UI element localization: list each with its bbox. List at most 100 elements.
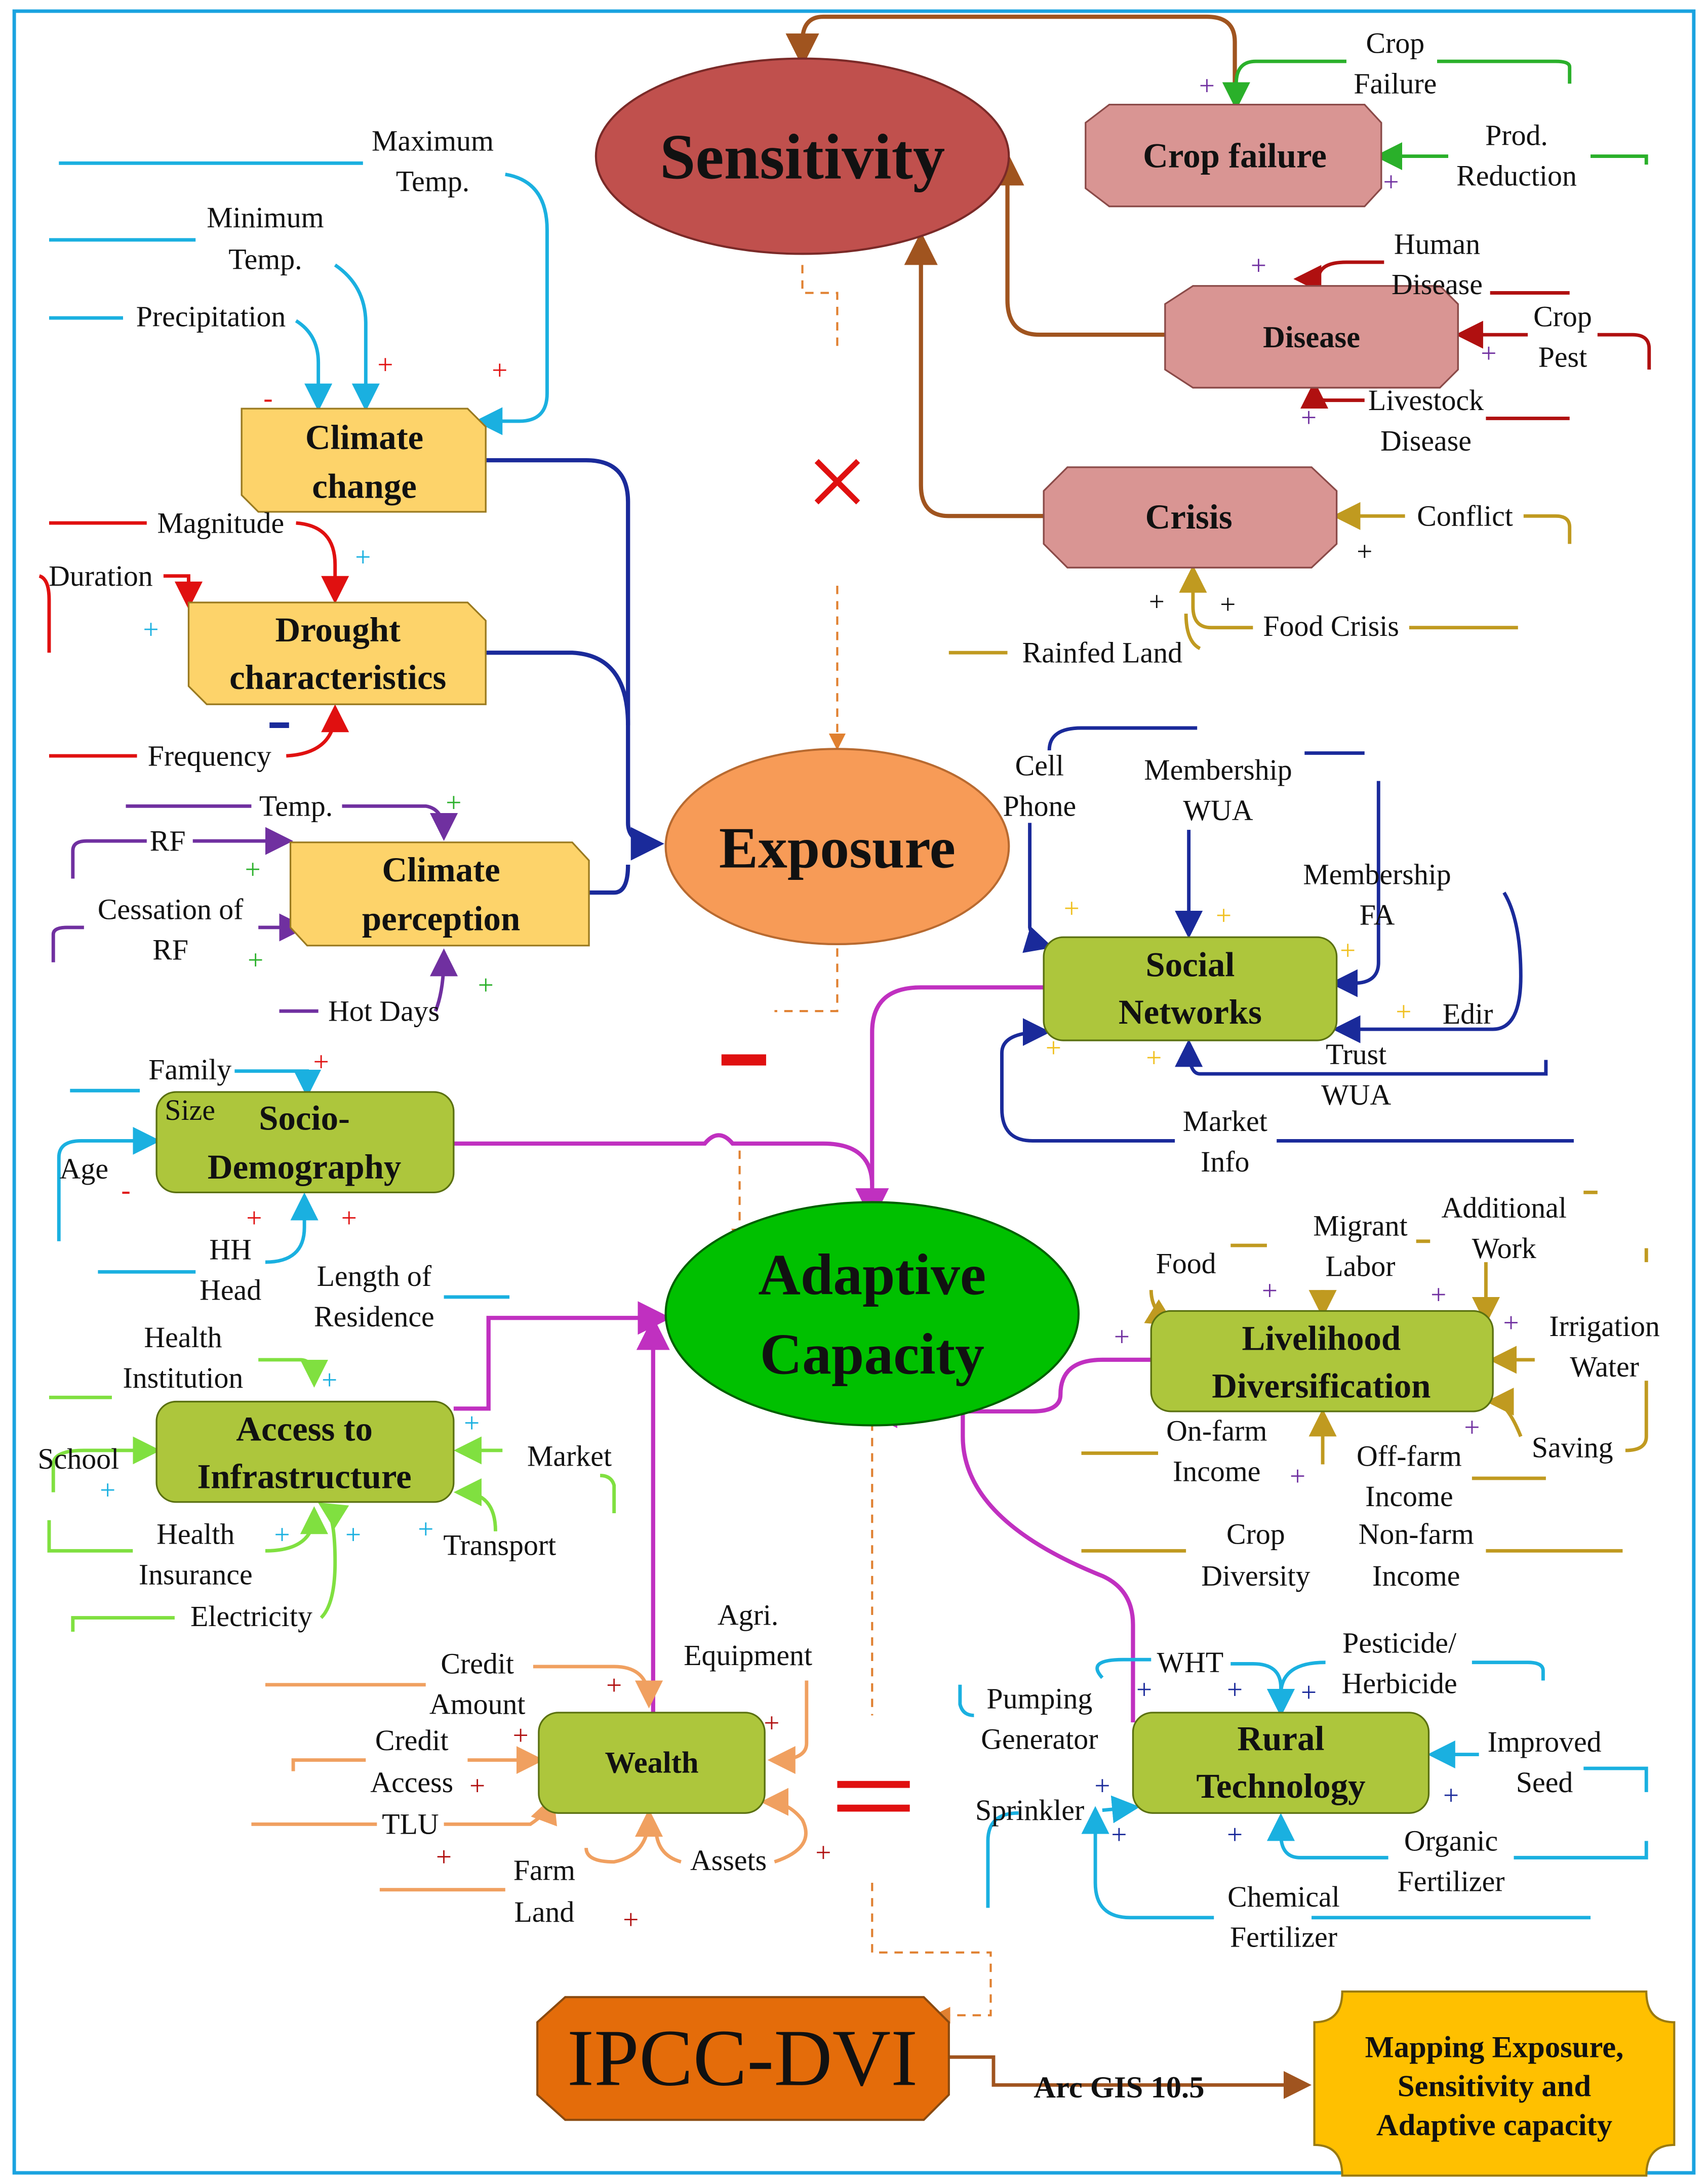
sign-plus: +	[1227, 1674, 1243, 1705]
sign-plus: +	[1199, 70, 1215, 101]
drought-label-2: characteristics	[229, 658, 446, 697]
outer-frame	[12, 9, 1696, 2175]
sign-plus: +	[322, 1364, 337, 1395]
disease-node: Disease	[1164, 285, 1459, 389]
rural-label-2: Technology	[1196, 1767, 1365, 1805]
migrant-labor-label-1: Migrant	[1313, 1209, 1407, 1242]
climate-change-node: Climate change	[241, 408, 487, 513]
crop-diversity-label-2: Diversity	[1201, 1559, 1310, 1592]
conflict-label: Conflict	[1417, 500, 1513, 533]
pesticide-label-1: Pesticide/	[1342, 1626, 1457, 1659]
sign-plus: +	[1383, 166, 1399, 197]
sign-plus: +	[1431, 1279, 1446, 1310]
mapping-node: Mapping Exposure, Sensitivity and Adapti…	[1313, 1990, 1676, 2177]
sign-plus: +	[341, 1202, 357, 1233]
sign-plus: +	[623, 1904, 639, 1935]
pesticide-label-2: Herbicide	[1342, 1667, 1457, 1700]
sign-plus: +	[245, 854, 261, 885]
electricity-label: Electricity	[190, 1600, 312, 1633]
membership-wua-label-2: WUA	[1183, 794, 1253, 827]
crop-diversity-label-1: Crop	[1226, 1518, 1285, 1551]
onfarm-label-2: Income	[1173, 1455, 1260, 1488]
offfarm-label-1: Off-farm	[1357, 1439, 1462, 1472]
wealth-node: Wealth	[538, 1712, 766, 1814]
min-temp-label-2: Temp.	[228, 243, 302, 276]
exposure-arrows	[486, 458, 664, 895]
sign-plus: +	[469, 1770, 485, 1801]
ipcc-dvi-node: IPCC-DVI	[536, 1996, 950, 2121]
sign-plus: +	[1262, 1275, 1278, 1306]
sign-plus: +	[274, 1519, 290, 1550]
mapping-label-1: Mapping Exposure,	[1365, 2030, 1624, 2064]
sign-plus: +	[1216, 900, 1232, 931]
temp-label: Temp.	[259, 790, 333, 823]
sign-plus: +	[464, 1407, 480, 1438]
membership-fa-label-1: Membership	[1303, 858, 1451, 891]
sign-plus: +	[1357, 536, 1372, 567]
sign-plus: +	[313, 1046, 329, 1077]
cessation-label-2: RF	[152, 933, 188, 966]
perception-input-lines	[51, 804, 458, 1013]
food-label: Food	[1156, 1247, 1216, 1280]
trust-wua-label-1: Trust	[1326, 1038, 1386, 1071]
access-label-1: Access to	[236, 1410, 373, 1448]
farm-land-label-1: Farm	[513, 1853, 575, 1886]
chemical-label-1: Chemical	[1227, 1880, 1340, 1913]
polarity-signs: - + + + + + + + + + + + + + + + + + + + …	[100, 70, 1519, 1935]
livelihood-node: Livelihood Diversification	[1150, 1310, 1494, 1412]
climate-change-label-2: change	[312, 467, 417, 505]
infra-input-lines	[47, 1358, 616, 1632]
additional-work-label-2: Work	[1472, 1232, 1536, 1265]
climate-change-label-1: Climate	[305, 418, 423, 457]
credit-access-label-1: Credit	[375, 1724, 449, 1757]
offfarm-label-2: Income	[1365, 1480, 1453, 1513]
sign-plus: +	[1464, 1411, 1480, 1442]
sign-plus: +	[1301, 1677, 1317, 1708]
health-insurance-label-2: Insurance	[139, 1558, 253, 1591]
human-disease-label-2: Disease	[1392, 268, 1483, 301]
tlu-label: TLU	[382, 1808, 439, 1841]
social-networks-node: Social Networks	[1043, 936, 1338, 1041]
pumping-label-2: Generator	[981, 1723, 1098, 1756]
sign-plus: +	[478, 969, 494, 1000]
sign-plus: +	[815, 1837, 831, 1868]
sign-plus: +	[100, 1474, 115, 1505]
market-label: Market	[527, 1439, 612, 1472]
sign-plus: +	[513, 1720, 529, 1751]
sign-plus: +	[446, 787, 461, 818]
human-disease-label-1: Human	[1394, 227, 1480, 260]
access-label-2: Infrastructure	[197, 1457, 411, 1495]
drought-node: Drought characteristics	[187, 601, 487, 705]
access-infrastructure-node: Access to Infrastructure	[155, 1400, 455, 1503]
organic-label-2: Fertilizer	[1398, 1865, 1505, 1897]
nonfarm-label-1: Non-farm	[1359, 1518, 1474, 1551]
agri-equipment-label-1: Agri.	[718, 1598, 779, 1631]
cell-phone-label-1: Cell	[1015, 749, 1064, 782]
sign-minus: -	[121, 1175, 130, 1205]
drought-label-1: Drought	[275, 611, 401, 649]
family-size-label-1: Family	[148, 1053, 231, 1086]
exposure-label: Exposure	[719, 816, 956, 880]
cessation-label-1: Cessation of	[98, 893, 244, 925]
sign-plus: +	[246, 1202, 262, 1233]
arcgis-arrow	[948, 2055, 1312, 2099]
mapping-label-3: Adaptive capacity	[1376, 2109, 1612, 2142]
social-input-lines	[1000, 726, 1574, 1143]
climate-perception-label-1: Climate	[382, 851, 500, 889]
credit-amount-label-1: Credit	[441, 1647, 514, 1680]
sign-plus: +	[1251, 250, 1266, 281]
health-insurance-label-1: Health	[156, 1518, 234, 1551]
trust-wua-label-2: WUA	[1321, 1078, 1391, 1111]
hot-days-label: Hot Days	[328, 995, 440, 1028]
sign-plus: +	[248, 945, 263, 976]
saving-label: Saving	[1532, 1431, 1613, 1464]
sign-plus: +	[1301, 402, 1317, 433]
sign-minus-bar	[269, 722, 289, 728]
health-institution-label-2: Institution	[123, 1361, 244, 1394]
crop-failure-input-lines	[1222, 59, 1648, 171]
sign-plus: +	[436, 1841, 452, 1872]
credit-amount-label-2: Amount	[429, 1688, 526, 1721]
livelihood-label-1: Livelihood	[1242, 1319, 1401, 1358]
adaptive-label-2: Capacity	[760, 1322, 984, 1387]
